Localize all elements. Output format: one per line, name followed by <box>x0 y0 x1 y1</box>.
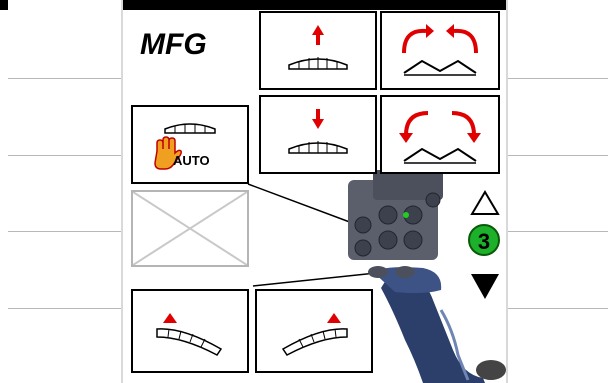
right-softkey-column <box>506 0 608 383</box>
empty-disabled-button <box>131 190 249 267</box>
hand-auto-boom-icon <box>154 123 216 170</box>
left-softkey-2[interactable] <box>8 79 121 156</box>
right-softkey-1[interactable] <box>508 10 608 79</box>
boom-raise-button[interactable] <box>259 11 377 90</box>
boom-fold-in-icon <box>402 24 478 76</box>
boom-tilt-right-icon <box>281 313 348 356</box>
right-softkey-4[interactable] <box>508 232 608 309</box>
right-softkey-3[interactable] <box>508 156 608 232</box>
joystick-image <box>247 170 506 383</box>
boom-raise-icon <box>288 25 348 70</box>
crossed-empty-icon <box>133 192 247 265</box>
left-softkey-3[interactable] <box>8 156 121 232</box>
nav-down-icon[interactable] <box>470 272 500 300</box>
left-softkey-4[interactable] <box>8 232 121 309</box>
boom-auto-button[interactable]: AUTO <box>131 105 249 184</box>
boom-tilt-left-icon <box>156 313 223 356</box>
boom-fold-out-icon <box>399 111 481 164</box>
page-counter-badge: 3 <box>468 224 500 256</box>
boom-fold-out-button[interactable] <box>380 95 500 174</box>
left-softkey-1[interactable] <box>8 10 121 79</box>
nav-up-outline-icon[interactable] <box>470 190 500 216</box>
auto-label: AUTO <box>173 153 210 168</box>
page-title: MFG <box>140 28 207 61</box>
boom-tilt-left-button[interactable] <box>131 289 249 373</box>
boom-lower-button[interactable] <box>259 95 377 174</box>
right-softkey-2[interactable] <box>508 79 608 156</box>
left-softkey-5[interactable] <box>8 309 121 383</box>
mfg-mask: MFG <box>123 10 506 383</box>
boom-tilt-right-button[interactable] <box>255 289 373 373</box>
top-status-bar <box>0 0 608 10</box>
right-softkey-5[interactable] <box>508 309 608 383</box>
boom-fold-in-button[interactable] <box>380 11 500 90</box>
boom-lower-icon <box>288 109 348 154</box>
left-softkey-column <box>8 0 123 383</box>
